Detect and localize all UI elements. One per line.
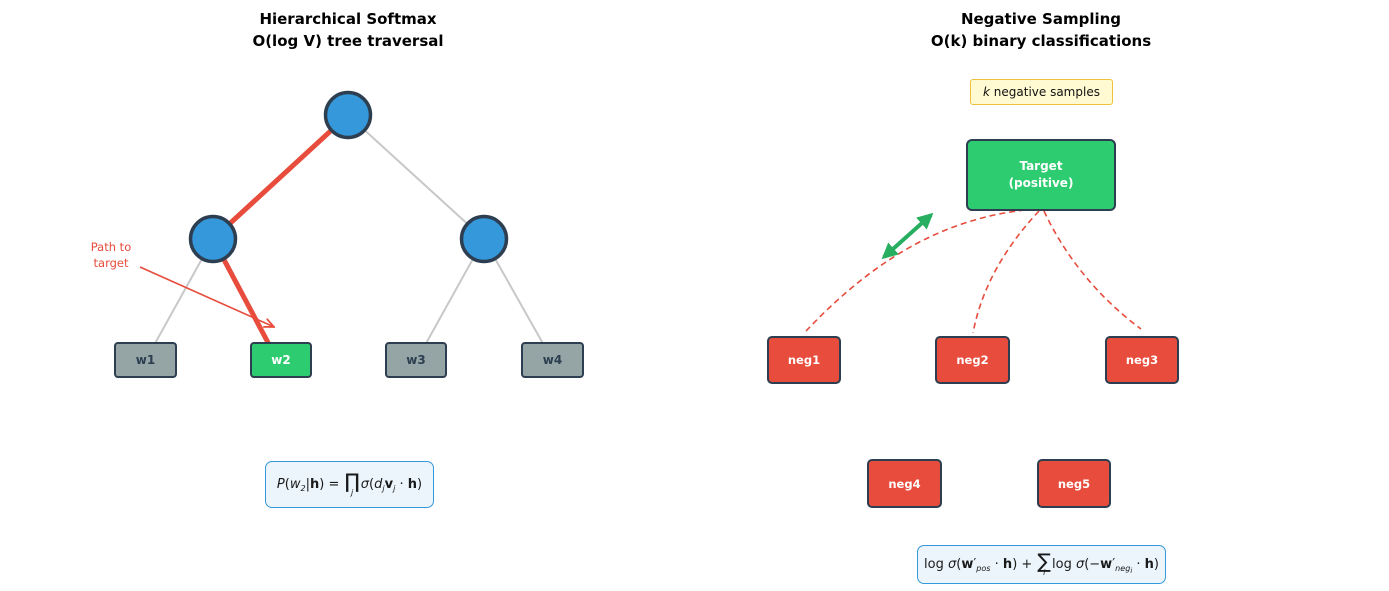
tree-node-internal-left [188,214,238,264]
tree-node-root [323,90,373,140]
sampling-curves [805,208,1142,334]
k-samples-text: negative samples [989,85,1100,99]
path-to-target-label: Path to target [90,240,132,270]
tree-edge-root-right [347,114,485,240]
negative-sample-box-neg1: neg1 [767,336,841,384]
tree-nodes [188,90,509,264]
target-positive-box: Target (positive) [966,139,1116,211]
leaf-node-w1: w1 [114,342,177,378]
leaf-node-w4: w4 [521,342,584,378]
left-title-line1: Hierarchical Softmax [259,10,437,28]
leaf-node-w2-target: w2 [250,342,312,378]
leaf-node-w3: w3 [385,342,447,378]
left-panel-title: Hierarchical Softmax O(log V) tree trave… [188,8,508,52]
negative-sample-box-neg4: neg4 [867,459,942,508]
sampling-curve-neg2 [972,210,1040,334]
negative-sample-box-neg3: neg3 [1105,336,1179,384]
negative-sample-box-neg2: neg2 [935,336,1010,384]
binary-classification-arrow [881,212,934,260]
k-samples-italic-k: k [983,85,990,99]
path-to-target-annotation-arrow [139,266,272,326]
right-title-line1: Negative Sampling [960,10,1122,28]
right-panel-title: Negative Sampling O(k) binary classifica… [881,8,1201,52]
sampling-curve-neg3 [1043,210,1142,330]
tree-edge-root-left-path [211,113,350,241]
right-title-line2: O(k) binary classifications [930,32,1152,50]
target-line2: (positive) [1008,176,1074,190]
negative-sample-box-neg5: neg5 [1037,459,1111,508]
left-title-line2: O(log V) tree traversal [252,32,444,50]
tree-node-internal-right [459,214,509,264]
target-line1: Target [1019,159,1063,173]
k-negative-samples-callout: k negative samples [970,79,1113,105]
sampling-curve-neg1 [805,208,1036,332]
